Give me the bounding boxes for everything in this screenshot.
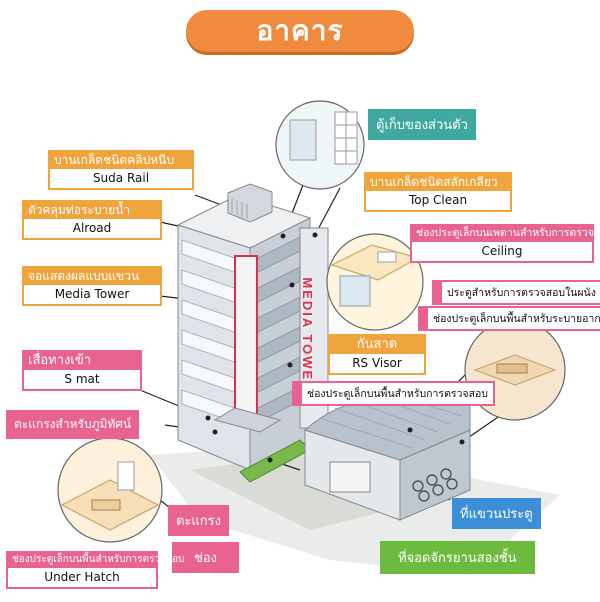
label-suda-rail-th: บานเกล็ดชนิดคลิปหนีบ — [48, 150, 194, 169]
label-top-clean-th: บานเกล็ดชนิดสลักเกลียว — [364, 172, 512, 191]
label-rs-visor: กันสาด RS Visor — [328, 334, 426, 375]
callout-dots — [205, 232, 465, 463]
bicycles — [412, 468, 458, 502]
entrance-canopy — [213, 407, 282, 433]
tower-right-windows — [253, 233, 307, 425]
label-s-mat: เสื่อทางเข้า S mat — [22, 350, 142, 391]
page-title: อาคาร — [186, 10, 414, 52]
label-ceiling: ช่องประตูเล็กบนเพดานสำหรับการตรวจสอบ Cei… — [410, 224, 600, 263]
label-rs-visor-th: กันสาด — [328, 334, 426, 354]
hall-door — [329, 461, 371, 493]
label-suda-rail: บานเกล็ดชนิดคลิปหนีบ Suda Rail — [48, 150, 194, 190]
callout-locker — [275, 100, 365, 190]
callout-under-hatch — [57, 437, 163, 543]
label-floor-hatch: ช่องประตูเล็กบนพื้นสำหรับการตรวจสอบ — [292, 381, 495, 406]
label-landscape-grating: ตะแกรงสำหรับภูมิทัศน์ — [6, 410, 140, 439]
label-media-tower-en: Media Tower — [22, 285, 162, 306]
label-alroad-th: ตัวคลุมท่อระบายน้ำ — [22, 200, 162, 219]
label-door-hanger: ที่แขวนประตู — [452, 498, 541, 529]
label-locker: ตู้เก็บของส่วนตัว — [368, 109, 476, 140]
rooftop-unit — [227, 183, 273, 223]
label-suda-rail-en: Suda Rail — [48, 169, 194, 190]
label-s-mat-th: เสื่อทางเข้า — [22, 350, 142, 370]
callout-ceiling — [326, 233, 424, 331]
label-ceiling-th: ช่องประตูเล็กบนเพดานสำหรับการตรวจสอบ — [410, 224, 600, 242]
label-s-mat-en: S mat — [22, 370, 142, 391]
label-ceiling-en: Ceiling — [410, 241, 594, 263]
label-alroad-en: Alroad — [22, 219, 162, 240]
label-wall-door: ประตูสำหรับการตรวจสอบในผนัง — [432, 280, 600, 305]
label-floor-vent: ช่องประตูเล็กบนพื้นสำหรับระบายอากาศ — [418, 306, 600, 331]
label-under-hatch-th: ช่องประตูเล็กบนพื้นสำหรับการตรวจสอบ — [6, 551, 184, 568]
label-grating: ตะแกรง — [168, 505, 230, 536]
label-media-tower-th: จอแสดงผลแบบแขวน — [22, 266, 162, 285]
label-rs-visor-en: RS Visor — [328, 354, 426, 375]
label-top-clean: บานเกล็ดชนิดสลักเกลียว Top Clean — [364, 172, 512, 212]
label-media-tower: จอแสดงผลแบบแขวน Media Tower — [22, 266, 162, 306]
label-gap: ช่อง — [172, 542, 239, 573]
label-top-clean-en: Top Clean — [364, 191, 512, 212]
label-under-hatch-en: Under Hatch — [6, 568, 158, 589]
label-bike-rack: ที่จอดจักรยานสองชั้น — [380, 541, 535, 574]
rooftop-unit-vents — [231, 198, 248, 219]
label-under-hatch: ช่องประตูเล็กบนพื้นสำหรับการตรวจสอบ Unde… — [6, 551, 184, 589]
media-tower-sign — [234, 255, 258, 417]
label-alroad: ตัวคลุมท่อระบายน้ำ Alroad — [22, 200, 162, 240]
